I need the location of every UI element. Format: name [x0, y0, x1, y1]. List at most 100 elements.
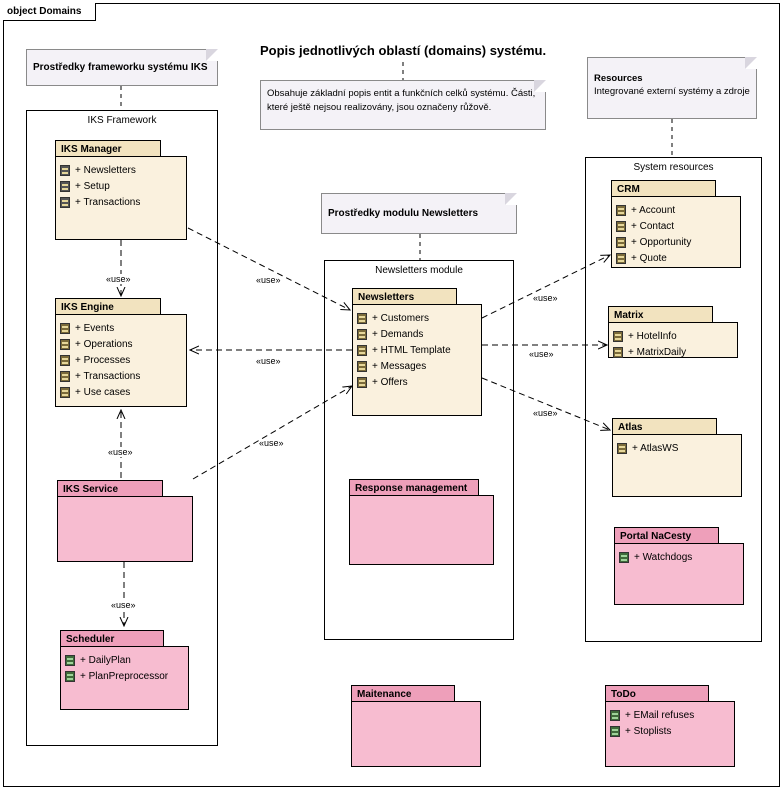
package-item: + Account: [612, 202, 740, 218]
dep-service-newsletters: [192, 386, 352, 480]
use-label-newsletters-atlas: «use»: [533, 408, 558, 418]
package-item: + DailyPlan: [61, 652, 188, 668]
note-resources: Resources Integrované externí systémy a …: [587, 57, 757, 119]
package-item: + Opportunity: [612, 234, 740, 250]
package-tab: Maitenance: [351, 685, 455, 702]
package-tab: Portal NaCesty: [614, 527, 719, 544]
package-item: + HotelInfo: [609, 328, 737, 344]
component-icon: [357, 328, 367, 340]
dep-newsletters-atlas: [481, 377, 610, 430]
package-item: + Demands: [353, 326, 481, 342]
package-tab: Scheduler: [60, 630, 164, 647]
use-label-newsletters-crm: «use»: [533, 293, 558, 303]
use-label-service-newsletters: «use»: [259, 438, 284, 448]
use-label-manager-newsletters: «use»: [256, 275, 281, 285]
form-icon: [60, 164, 70, 176]
use-label-service-engine: «use»: [108, 447, 133, 457]
newsletters-boundary-label: Newsletters module: [375, 265, 463, 276]
package-item: + EMail refuses: [606, 707, 734, 723]
system-boundary-label: System resources: [633, 162, 714, 173]
package-item: + Stoplists: [606, 723, 734, 739]
use-label-service-scheduler: «use»: [111, 600, 136, 610]
package-item: + Operations: [56, 336, 186, 352]
component-icon: [65, 670, 75, 682]
note-framework-text: Prostředky frameworku systému IKS: [33, 62, 208, 73]
package-item: + PlanPreprocessor: [61, 668, 188, 684]
package-response-management[interactable]: [349, 495, 494, 565]
note-description-text: Obsahuje základní popis entit a funkčníc…: [267, 88, 536, 113]
component-icon: [610, 709, 620, 721]
diagram-frame: [3, 3, 780, 787]
package-item: + Watchdogs: [615, 549, 743, 565]
package-item: + Offers: [353, 374, 481, 390]
package-tab: IKS Service: [57, 480, 163, 497]
component-icon: [613, 346, 623, 358]
package-tab: IKS Engine: [55, 298, 161, 315]
package-tab: Response management: [349, 479, 479, 496]
package-crm[interactable]: + Account + Contact + Opportunity + Quot…: [611, 196, 741, 268]
component-icon: [60, 338, 70, 350]
package-todo[interactable]: + EMail refuses + Stoplists: [605, 701, 735, 767]
package-item: + MatrixDaily: [609, 344, 737, 360]
note-framework: Prostředky frameworku systému IKS: [26, 49, 218, 86]
package-iks-engine[interactable]: + Events + Operations + Processes + Tran…: [55, 314, 187, 407]
package-iks-service[interactable]: [57, 496, 193, 562]
package-item: + Events: [56, 320, 186, 336]
package-tab: CRM: [611, 180, 716, 197]
component-icon: [610, 725, 620, 737]
component-icon: [357, 312, 367, 324]
package-tab: ToDo: [605, 685, 709, 702]
package-tab: Newsletters: [352, 288, 457, 305]
package-atlas[interactable]: + AtlasWS: [612, 434, 742, 497]
note-resources-text: Integrované externí systémy a zdroje: [594, 86, 750, 97]
component-icon: [60, 370, 70, 382]
package-tab: Atlas: [612, 418, 717, 435]
package-item: + Transactions: [56, 194, 186, 210]
note-fold-icon: [206, 49, 218, 61]
component-icon: [619, 551, 629, 563]
package-tab: Matrix: [608, 306, 713, 323]
note-newsletters-text: Prostředky modulu Newsletters: [328, 208, 479, 219]
component-icon: [616, 204, 626, 216]
component-icon: [357, 376, 367, 388]
package-item: + HTML Template: [353, 342, 481, 358]
package-iks-manager[interactable]: + Newsletters + Setup + Transactions: [55, 156, 187, 240]
note-description: Obsahuje základní popis entit a funkčníc…: [260, 80, 546, 130]
framework-boundary-label: IKS Framework: [87, 115, 157, 126]
package-portal-nacesty[interactable]: + Watchdogs: [614, 543, 744, 605]
package-item: + Setup: [56, 178, 186, 194]
package-newsletters[interactable]: + Customers + Demands + HTML Template + …: [352, 304, 482, 416]
dep-manager-newsletters: [187, 227, 350, 310]
component-icon: [65, 654, 75, 666]
note-fold-icon: [534, 80, 546, 92]
form-icon: [60, 196, 70, 208]
component-icon: [613, 330, 623, 342]
use-label-newsletters-engine: «use»: [256, 356, 281, 366]
package-item: + Quote: [612, 250, 740, 266]
note-fold-icon: [505, 193, 517, 205]
component-icon: [357, 344, 367, 356]
package-scheduler[interactable]: + DailyPlan + PlanPreprocessor: [60, 646, 189, 710]
package-maintenance[interactable]: [351, 701, 481, 767]
component-icon: [357, 360, 367, 372]
package-item: + Processes: [56, 352, 186, 368]
note-resources-title: Resources: [594, 73, 643, 84]
component-icon: [617, 442, 627, 454]
package-item: + Messages: [353, 358, 481, 374]
component-icon: [616, 236, 626, 248]
component-icon: [60, 354, 70, 366]
package-item: + AtlasWS: [613, 440, 741, 456]
package-tab: IKS Manager: [55, 140, 161, 157]
package-item: + Newsletters: [56, 162, 186, 178]
component-icon: [60, 386, 70, 398]
package-item: + Use cases: [56, 384, 186, 400]
component-icon: [616, 220, 626, 232]
package-matrix[interactable]: + HotelInfo + MatrixDaily: [608, 322, 738, 358]
package-item: + Customers: [353, 310, 481, 326]
note-fold-icon: [745, 57, 757, 69]
component-icon: [616, 252, 626, 264]
use-label-newsletters-matrix: «use»: [529, 349, 554, 359]
use-label-manager-engine: «use»: [106, 274, 131, 284]
dep-newsletters-crm: [481, 255, 610, 319]
